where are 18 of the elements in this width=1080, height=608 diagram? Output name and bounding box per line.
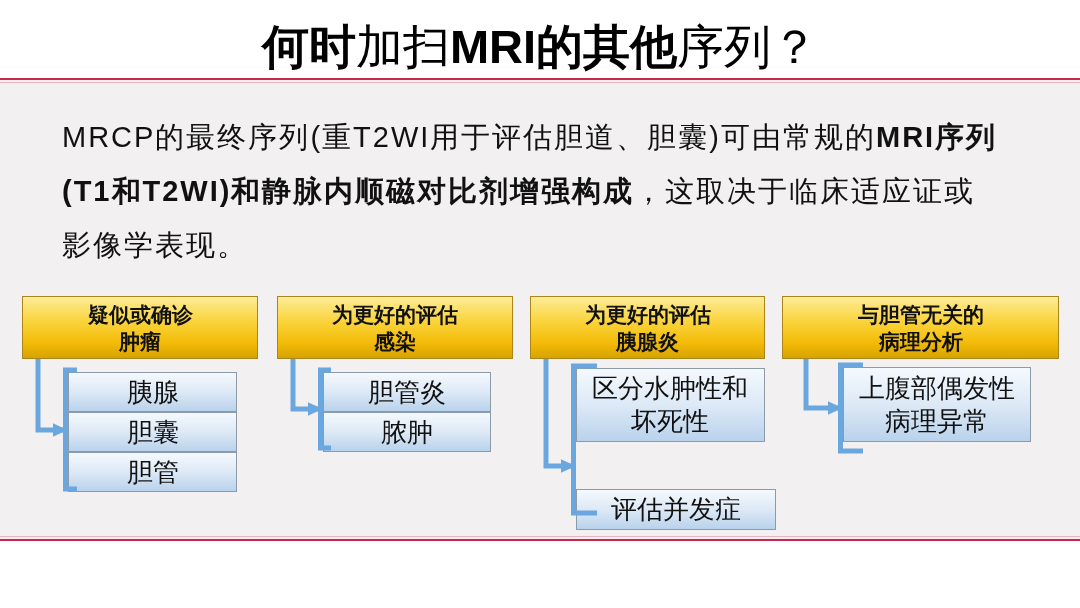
item-box: 胰腺 [68, 372, 237, 412]
category-banner: 为更好的评估感染 [277, 296, 513, 359]
item-box: 评估并发症 [576, 489, 776, 530]
item-box: 上腹部偶发性病理异常 [843, 367, 1031, 442]
bracket-arrow [35, 356, 80, 492]
item-box: 胆囊 [68, 412, 237, 452]
category-banner: 为更好的评估胰腺炎 [530, 296, 765, 359]
category-banner: 与胆管无关的病理分析 [782, 296, 1059, 359]
slide-title: 何时加扫MRI的其他序列？ [261, 19, 819, 75]
category-banner: 疑似或确诊肿瘤 [22, 296, 258, 359]
bracket-arrow [803, 356, 866, 454]
item-box: 胆管炎 [323, 372, 491, 412]
bracket-arrow [290, 356, 334, 451]
body-text: MRCP的最终序列(重T2WI用于评估胆道、胆囊)可由常规的MRI序列(T1和T2WI)和静脉内顺磁对比剂增强构成，这取决于临床适应证或影像学表现。 [62, 120, 999, 263]
bracket-arrow [543, 356, 600, 516]
item-box: 胆管 [68, 452, 237, 492]
item-box: 区分水肿性和坏死性 [576, 368, 765, 442]
item-box: 脓肿 [323, 412, 491, 452]
